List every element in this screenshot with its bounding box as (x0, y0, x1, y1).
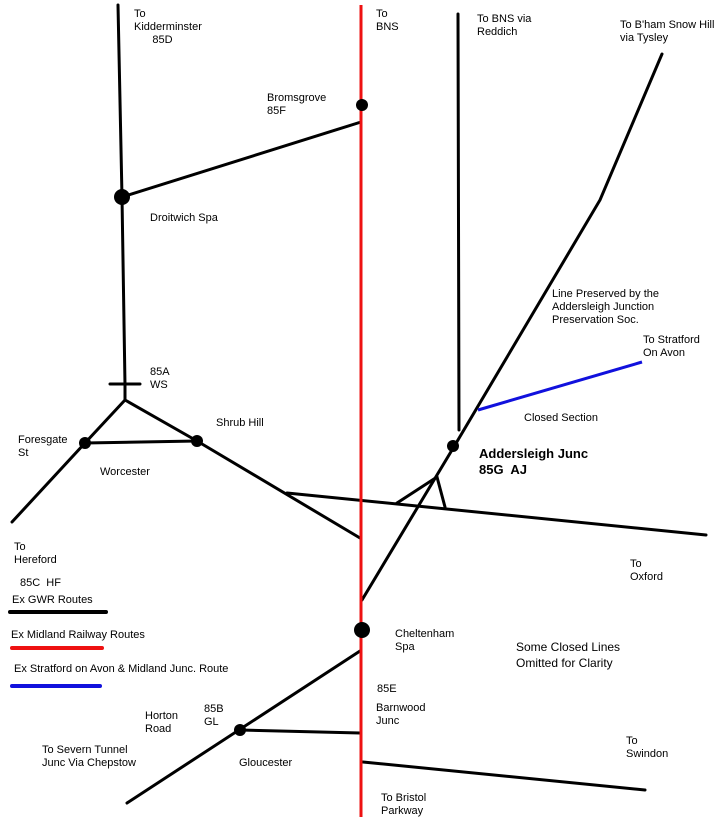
label-hereford: To Hereford (14, 541, 57, 566)
line-hereford (10, 441, 87, 524)
line-shrubhill-south (195, 439, 362, 540)
label-worcester: Worcester (100, 466, 150, 478)
label-85e: 85E (377, 683, 397, 695)
label-shrub-hill: Shrub Hill (216, 417, 264, 429)
line-tysley (360, 52, 664, 602)
curve-east (435, 475, 447, 509)
station-gloucester (234, 724, 246, 736)
label-kidderminster: To Kidderminster 85D (134, 8, 202, 46)
line-bromsgrove-spur (120, 120, 363, 199)
label-bns-redditch: To BNS via Reddich (477, 13, 532, 38)
label-closed-lines: Some Closed Lines Omitted for Clarity (516, 640, 621, 670)
label-cheltenham: Cheltenham Spa (395, 628, 455, 653)
legend-gwr: Ex GWR Routes (12, 594, 93, 606)
label-stratford: To Stratford On Avon (643, 334, 700, 359)
label-severn: To Severn Tunnel Junc Via Chepstow (42, 744, 136, 769)
line-redditch (456, 12, 461, 432)
line-swindon (361, 760, 647, 792)
station-foregate (79, 437, 91, 449)
legend-smj: Ex Stratford on Avon & Midland Junc. Rou… (14, 663, 229, 675)
label-addersleigh: Addersleigh Junc 85G AJ (479, 446, 589, 477)
line-horton-barnwood (238, 728, 362, 735)
label-foregate: Foresgate St (18, 434, 68, 459)
line-ws-foregate (83, 398, 127, 445)
label-barnwood: Barnwood Junc (376, 702, 426, 727)
station-bromsgrove (356, 99, 368, 111)
label-closed-section: Closed Section (524, 412, 598, 424)
label-ws: 85A WS (150, 366, 170, 391)
line-oxford (285, 491, 708, 537)
station-shrubhill (191, 435, 203, 447)
line-stratford (477, 360, 643, 412)
label-bromsgrove: Bromsgrove 85F (267, 92, 327, 117)
curve-west (395, 475, 439, 505)
line-kidderminster (116, 3, 127, 402)
label-bns: To BNS (376, 8, 399, 33)
label-hf: 85C HF (20, 577, 61, 589)
station-droitwich (114, 189, 130, 205)
label-swindon: To Swindon (626, 735, 669, 760)
label-oxford: To Oxford (630, 558, 664, 583)
station-addersleigh (447, 440, 459, 452)
line-foregate-shrubhill (83, 439, 199, 445)
label-preserved: Line Preserved by the Addersleigh Juncti… (552, 288, 660, 326)
label-droitwich: Droitwich Spa (150, 212, 218, 224)
label-gloucester: Gloucester (239, 757, 293, 769)
label-gl: 85B GL (204, 703, 224, 728)
label-horton: Horton Road (145, 710, 179, 735)
legend-midland: Ex Midland Railway Routes (11, 629, 145, 641)
label-snow-hill: To B'ham Snow Hill via Tysley (620, 19, 715, 44)
line-ws-shrubhill (123, 398, 199, 443)
station-cheltenham (354, 622, 370, 638)
label-bristol: To Bristol Parkway (381, 792, 427, 817)
